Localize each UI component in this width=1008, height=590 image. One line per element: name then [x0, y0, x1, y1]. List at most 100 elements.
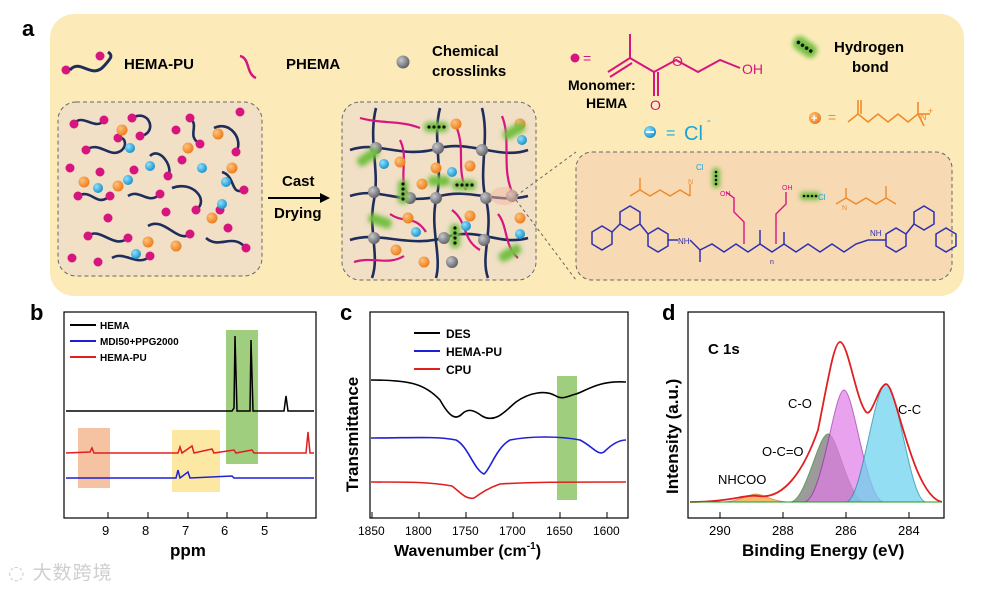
- svg-text:Cl: Cl: [696, 163, 704, 172]
- panel-b-tick-6: 6: [221, 523, 228, 538]
- svg-text:N: N: [688, 179, 693, 186]
- svg-text:NH: NH: [678, 237, 690, 246]
- svg-text:OH: OH: [742, 61, 763, 77]
- legend-hbond-line1: Hydrogen: [834, 39, 904, 56]
- peak-label-oc-o: O-C=O: [762, 444, 804, 459]
- panel-b-xlabel: ppm: [170, 541, 206, 560]
- panel-a: a HEMA-PU PHEMA Chemical crosslinks = Mo…: [22, 14, 964, 296]
- process-drying-label: Drying: [274, 205, 322, 222]
- panel-b-tick-7: 7: [182, 523, 189, 538]
- hema-structure-icon: [607, 34, 741, 96]
- panel-label-c: c: [340, 300, 352, 325]
- legend-monomer-line1: Monomer:: [568, 77, 636, 93]
- legend-hema-pu: HEMA-PU: [61, 50, 194, 75]
- series-des: [370, 379, 627, 420]
- process-arrow: Cast Drying: [268, 173, 330, 222]
- svg-text:n: n: [770, 259, 774, 266]
- panel-c-legend-des: DES: [446, 327, 471, 341]
- panel-d-frame: [687, 311, 945, 519]
- panel-d-tick-288: 288: [772, 523, 794, 538]
- peak-label-c-o: C-O: [788, 396, 812, 411]
- panel-c: c DES HEMA-PU CPU 1850 1800 1750 1700 16…: [340, 300, 629, 560]
- envelope: [689, 341, 943, 503]
- panel-b: b HEMA MDI50+PPG2000 HEMA-PU 9 8 7 6 5 p…: [30, 300, 317, 560]
- svg-text:+: +: [928, 106, 933, 116]
- panel-c-tick-1700: 1700: [499, 524, 526, 538]
- panel-c-tick-1600: 1600: [593, 524, 620, 538]
- network-box: [341, 101, 537, 281]
- series-hema: [66, 335, 314, 412]
- watermark-text: 大数跨境: [32, 562, 113, 584]
- svg-text:=: =: [828, 109, 836, 125]
- panel-c-tick-1650: 1650: [546, 524, 573, 538]
- legend-hema-pu-label: HEMA-PU: [124, 56, 194, 73]
- svg-text:Cl: Cl: [818, 193, 826, 202]
- panel-c-legend-cpu: CPU: [446, 363, 471, 377]
- choline-units: [629, 178, 897, 205]
- crosslink-node-icon: [396, 55, 410, 69]
- legend-monomer-line2: HEMA: [586, 95, 627, 111]
- panel-label-a: a: [22, 16, 35, 41]
- legend-phema-label: PHEMA: [286, 56, 340, 73]
- polymer-backbone: [591, 205, 957, 262]
- legend-chloride: = Cl -: [644, 115, 711, 145]
- panel-d-tick-286: 286: [835, 523, 857, 538]
- svg-text:O: O: [672, 53, 683, 69]
- panel-d-xlabel: Binding Energy (eV): [742, 541, 904, 560]
- highlight-aromatic: [172, 430, 220, 492]
- series-hema-pu: [370, 436, 627, 475]
- panel-c-tick-1850: 1850: [358, 524, 385, 538]
- panel-b-tick-5: 5: [261, 523, 268, 538]
- svg-text:OH: OH: [782, 185, 793, 192]
- svg-text:+: +: [811, 113, 817, 125]
- panel-d-ylabel: Intensity (a.u.): [663, 379, 682, 494]
- panel-c-xlabel: Wavenumber (cm-1): [394, 541, 541, 560]
- panel-d-tick-284: 284: [898, 523, 920, 538]
- highlight-nh: [78, 428, 110, 488]
- legend-hbond-line2: bond: [852, 59, 889, 76]
- panel-b-tick-8: 8: [142, 523, 149, 538]
- panel-b-legend-hemapu: HEMA-PU: [100, 353, 147, 364]
- panel-b-frame: [63, 311, 317, 519]
- panel-c-tick-1750: 1750: [452, 524, 479, 538]
- peak-nhcoo: [719, 493, 791, 503]
- panel-c-tick-1800: 1800: [405, 524, 432, 538]
- legend-crosslinks-line2: crosslinks: [432, 63, 506, 80]
- svg-text:N: N: [920, 112, 927, 122]
- series-cpu: [370, 481, 627, 500]
- zoom-lines: [515, 151, 577, 281]
- svg-text:OH: OH: [720, 191, 731, 198]
- svg-text:=: =: [666, 125, 675, 142]
- peak-label-nhcoo: NHCOO: [718, 472, 766, 487]
- choline-structure-icon: [847, 100, 930, 127]
- svg-text:N: N: [842, 205, 847, 212]
- phema-side-chains: [725, 191, 787, 244]
- legend-crosslinks: Chemical crosslinks: [396, 43, 506, 80]
- svg-text:-: -: [707, 115, 711, 127]
- panel-b-legend-mdi: MDI50+PPG2000: [100, 337, 179, 348]
- svg-text:Cl: Cl: [684, 123, 703, 145]
- mixture-box: [57, 101, 263, 277]
- panel-d: d C 1s C-C C-O O-C=O NHCOO 290 288 286 2…: [662, 300, 945, 560]
- peak-label-c-c: C-C: [898, 402, 921, 417]
- panel-c-ylabel: Transmittance: [343, 377, 362, 492]
- svg-text:O: O: [650, 97, 661, 113]
- panel-label-d: d: [662, 300, 675, 325]
- legend-phema: PHEMA: [239, 54, 340, 80]
- chemical-structure-inset: NH NH n OH OH N N: [575, 151, 957, 281]
- process-cast-label: Cast: [282, 173, 315, 190]
- series-mdi-ppg: [66, 469, 314, 480]
- panel-d-title: C 1s: [708, 341, 740, 358]
- svg-text:=: =: [583, 50, 591, 66]
- panel-b-tick-9: 9: [102, 523, 109, 538]
- series-hema-pu: [65, 431, 314, 455]
- panel-d-tick-290: 290: [709, 523, 731, 538]
- panel-label-b: b: [30, 300, 43, 325]
- legend-monomer: = Monomer: HEMA O O OH: [568, 34, 763, 113]
- panel-c-legend-hemapu: HEMA-PU: [446, 345, 502, 359]
- legend-crosslinks-line1: Chemical: [432, 43, 499, 60]
- legend-cation: + = N +: [809, 100, 933, 127]
- watermark: ◌ 大数跨境: [8, 562, 113, 584]
- legend-hydrogen-bond: Hydrogen bond: [792, 36, 904, 76]
